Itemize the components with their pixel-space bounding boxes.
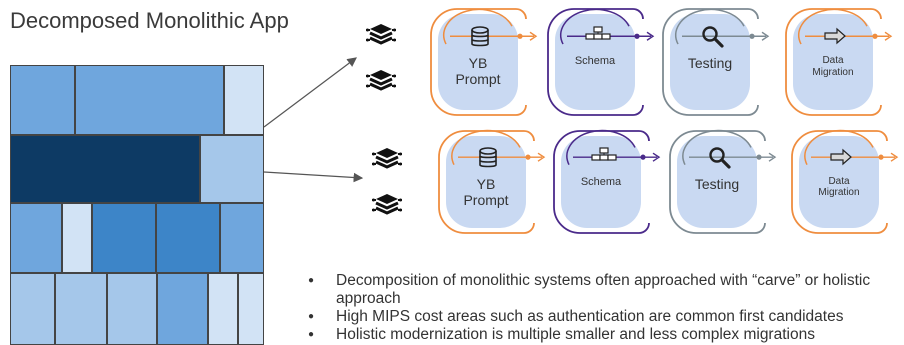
pipeline-step-1-3: Data Migration — [789, 128, 899, 236]
monolith-block — [156, 203, 220, 273]
monolith-block — [200, 135, 264, 203]
stack-layers-icon — [366, 24, 396, 45]
pipeline-step-1-2: Testing — [667, 128, 777, 236]
pipeline-step-label: Testing — [694, 175, 740, 192]
pipeline-step-label: YB Prompt — [455, 55, 501, 88]
connector-arrow — [263, 171, 364, 183]
monolith-block — [92, 203, 156, 273]
pipeline-step-label: Data Migration — [812, 55, 854, 78]
monolith-block — [208, 273, 238, 345]
pipeline-pill — [553, 129, 661, 234]
stack-layers-icon — [366, 70, 396, 91]
arrow-right-icon — [830, 149, 852, 166]
schema-icon — [591, 147, 617, 161]
connector-arrow — [263, 57, 357, 128]
bullet-item: High MIPS cost areas such as authenticat… — [300, 308, 900, 326]
database-icon — [471, 26, 489, 47]
monolith-block — [55, 273, 107, 345]
arrow-right-icon — [824, 27, 846, 45]
monolith-block — [10, 135, 200, 203]
pipeline-step-label: Schema — [574, 55, 616, 68]
bullet-list: Decomposition of monolithic systems ofte… — [300, 272, 900, 344]
pipeline-step-1-0: YB Prompt — [436, 128, 546, 236]
page-title: Decomposed Monolithic App — [10, 8, 289, 33]
monolith-block — [62, 203, 92, 273]
pipeline-pill — [430, 8, 538, 116]
monolith-block — [220, 203, 264, 273]
bullet-item: Decomposition of monolithic systems ofte… — [300, 272, 900, 308]
pipeline-step-label: Testing — [687, 55, 733, 72]
monolith-block — [238, 273, 264, 345]
monolith-block — [75, 65, 224, 135]
monolith-block — [10, 65, 75, 135]
pipeline-step-0-3: Data Migration — [783, 6, 893, 118]
pipeline-pill — [785, 8, 893, 116]
magnifier-icon — [709, 147, 731, 169]
schema-icon — [585, 26, 611, 40]
stack-layers-icon — [372, 148, 402, 169]
database-icon — [479, 147, 497, 168]
pipeline-step-label: YB Prompt — [463, 175, 509, 208]
monolith-block — [10, 273, 55, 345]
pipeline-pill — [669, 129, 777, 234]
pipeline-step-0-0: YB Prompt — [428, 6, 538, 118]
pipeline-step-label: Schema — [580, 175, 622, 188]
monolith-block — [224, 65, 264, 135]
pipeline-pill — [791, 129, 899, 234]
pipeline-pill — [662, 8, 770, 116]
monolith-diagram — [10, 65, 264, 345]
monolith-block — [107, 273, 157, 345]
monolith-block — [10, 203, 62, 273]
stack-layers-icon — [372, 194, 402, 215]
magnifier-icon — [702, 26, 724, 48]
monolith-block — [157, 273, 208, 345]
pipeline-step-label: Data Migration — [818, 175, 860, 199]
pipeline-step-0-2: Testing — [660, 6, 770, 118]
bullet-item: Holistic modernization is multiple small… — [300, 326, 900, 344]
pipeline-step-1-1: Schema — [551, 128, 661, 236]
pipeline-pill — [438, 129, 546, 234]
pipeline-step-0-1: Schema — [545, 6, 655, 118]
